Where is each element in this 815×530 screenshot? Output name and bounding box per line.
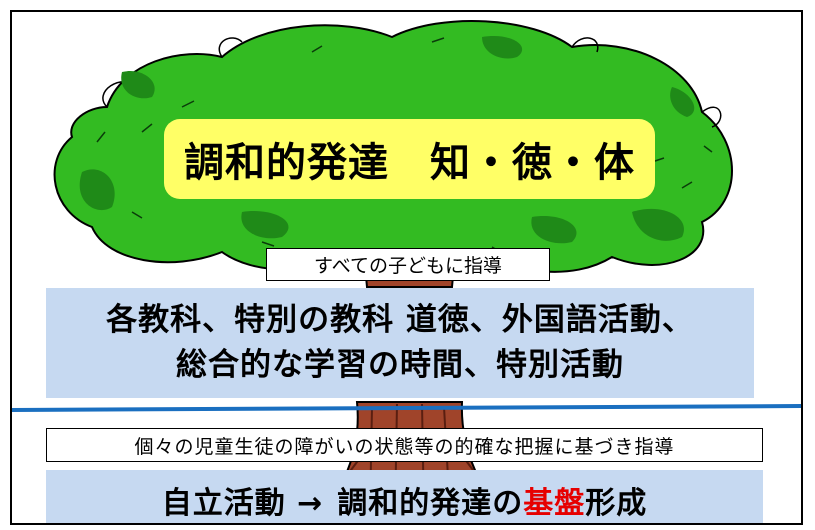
band-subjects: 各教科、特別の教科 道徳、外国語活動、 総合的な学習の時間、特別活動 [46, 288, 754, 398]
diagram-frame: 調和的発達 知・徳・体 すべての子どもに指導 各教科、特別の教科 道徳、外国語活… [10, 10, 803, 525]
label-individual-guidance: 個々の児童生徒の障がいの状態等の的確な把握に基づき指導 [46, 428, 763, 462]
band-independence-middle: 調和的発達の [337, 486, 524, 521]
band-subjects-line2: 総合的な学習の時間、特別活動 [176, 347, 624, 383]
band-independence-lead: 自立活動 → [161, 486, 324, 521]
band-independence-highlight: 基盤 [523, 486, 586, 521]
label-all-children: すべての子どもに指導 [266, 248, 550, 281]
ground-line [12, 404, 801, 412]
band-independence-tail: 形成 [585, 486, 648, 521]
band-subjects-line1: 各教科、特別の教科 道徳、外国語活動、 [106, 302, 694, 338]
crown-title-box: 調和的発達 知・徳・体 [164, 119, 655, 199]
band-independence: 自立活動 → 調和的発達の 基盤 形成 [46, 470, 763, 523]
crown-title: 調和的発達 知・徳・体 [184, 140, 635, 186]
